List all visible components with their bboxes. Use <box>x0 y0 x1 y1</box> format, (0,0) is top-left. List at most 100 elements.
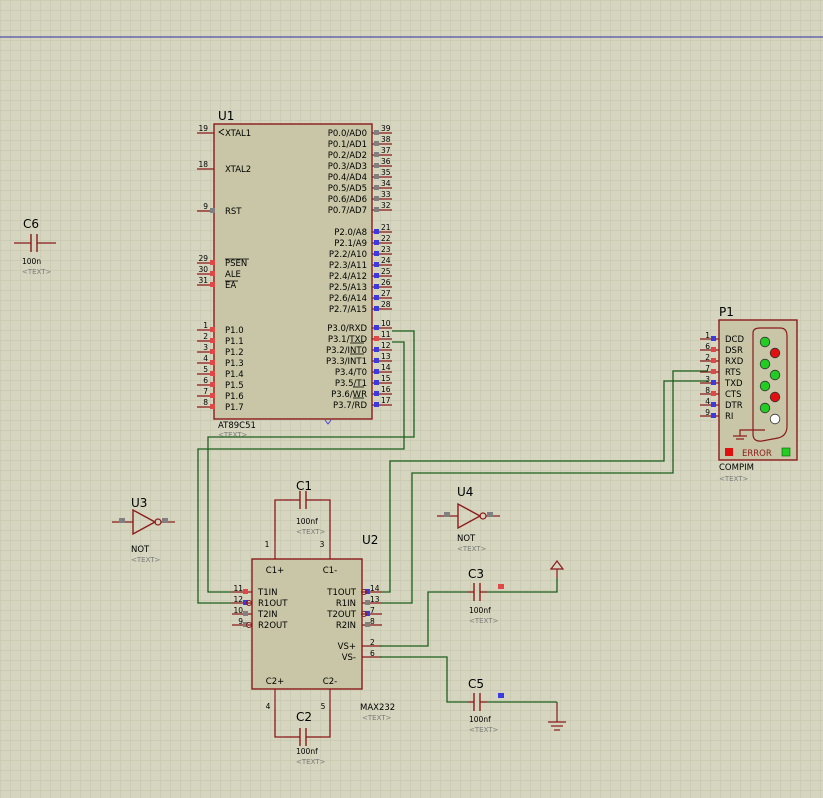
u1-pin-4[interactable]: 4P1.3 <box>197 354 244 369</box>
pin-name: P3.3/INT1 <box>326 357 367 367</box>
pin-number: 13 <box>381 352 391 361</box>
power-terminal[interactable] <box>549 560 565 578</box>
u1-pin-1[interactable]: 1P1.0 <box>197 321 244 336</box>
pin-number: 4 <box>203 354 208 363</box>
u4-not-gate[interactable]: U4 NOT <TEXT> <box>437 485 500 553</box>
u2-pin-bottom-0[interactable]: 4C2+ <box>266 677 285 711</box>
pin-state-marker <box>243 600 248 605</box>
u2-pin-2[interactable]: 2VS+ <box>338 638 382 652</box>
pin-number: 16 <box>381 385 391 394</box>
u2-text: <TEXT> <box>362 714 392 722</box>
ground-terminal[interactable] <box>548 702 566 731</box>
pin-number: 30 <box>198 265 208 274</box>
cap-ref: C1 <box>296 479 312 493</box>
pin-name: P0.0/AD0 <box>328 129 367 139</box>
u1-pin-2[interactable]: 2P1.1 <box>197 332 244 347</box>
pin-state-marker <box>374 325 379 330</box>
u3-not-gate[interactable]: U3 NOT <TEXT> <box>112 496 175 564</box>
u2-pin-top-1[interactable]: 3C1- <box>320 540 338 576</box>
u1-pin-7[interactable]: 7P1.6 <box>197 387 244 402</box>
u2-pin-top-0[interactable]: 1C1+ <box>265 540 285 576</box>
u2-pin-6[interactable]: 6VS- <box>342 649 382 663</box>
pin-number: 33 <box>381 190 391 199</box>
pin-number: 10 <box>381 319 391 328</box>
u1-pin-5[interactable]: 5P1.4 <box>197 365 244 380</box>
pin-number: 23 <box>381 245 391 254</box>
u1-pin-8[interactable]: 8P1.7 <box>197 398 244 413</box>
u1-microcontroller[interactable]: U1 AT89C51 <TEXT> 19XTAL118XTAL29RST29PS… <box>197 109 392 439</box>
pin-state-marker <box>374 273 379 278</box>
pin-name: P2.5/A13 <box>329 283 367 293</box>
u1-body <box>213 123 373 420</box>
u2-pin-bottom-1[interactable]: 5C2- <box>321 677 338 711</box>
u3-triangle <box>132 508 157 536</box>
u1-pin-3[interactable]: 3P1.2 <box>197 343 244 358</box>
pin-name: DTR <box>725 401 743 411</box>
u1-pin-6[interactable]: 6P1.5 <box>197 376 244 391</box>
pin-state-marker <box>374 295 379 300</box>
pin-state-marker <box>243 589 248 594</box>
pin-number: 1 <box>203 321 208 330</box>
pin-number: 11 <box>233 584 243 593</box>
pin-name: P3.6/WR <box>331 390 367 400</box>
pin-state-marker <box>711 413 716 418</box>
pin-number: 7 <box>370 606 375 615</box>
